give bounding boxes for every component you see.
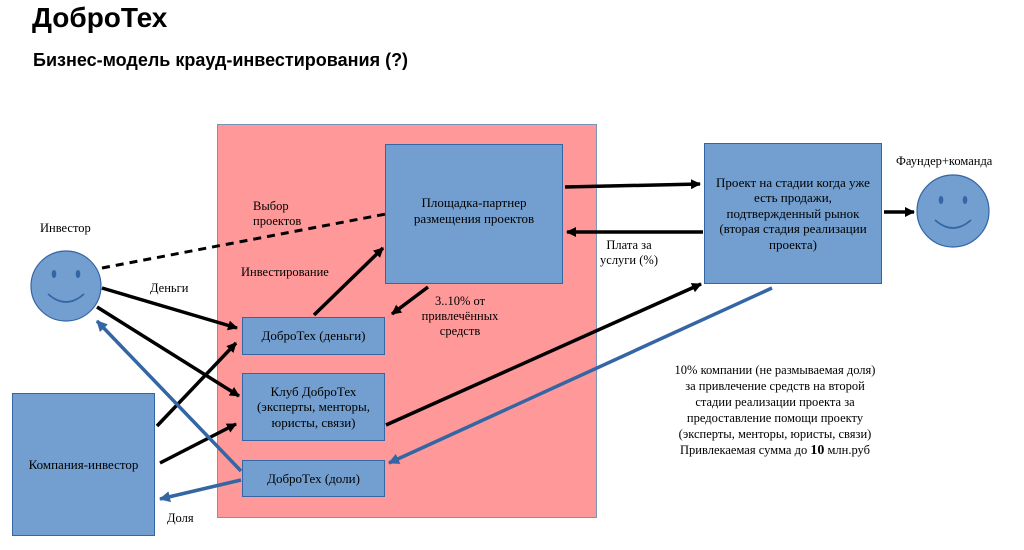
project-box[interactable]: Проект на стадии когда уже есть продажи,…: [704, 143, 882, 284]
arrow-money-to-platform: [312, 246, 385, 317]
investor-face-icon: [30, 250, 102, 322]
arrow-shares-to-company: [159, 478, 242, 503]
platform-label: Площадка-партнер размещения проектов: [413, 195, 535, 226]
share-note-line: стадии реализации проекта за: [695, 395, 855, 409]
investing-label: Инвестирование: [241, 265, 329, 279]
dobrotech-shares-box[interactable]: ДоброТех (доли): [242, 460, 385, 497]
money-label: Деньги: [150, 281, 189, 295]
club-box[interactable]: Клуб ДоброТех (эксперты, менторы, юристы…: [242, 373, 385, 441]
arrow-platform-to-money: [390, 285, 430, 316]
arrow-project-to-shares: [388, 286, 773, 465]
select-projects-dashed-line: [101, 212, 387, 270]
company-investor-label: Компания-инвестор: [28, 456, 139, 472]
note-amount-value: 10: [810, 443, 825, 458]
percent-label: 3..10% от привлечённых средств: [421, 294, 499, 338]
founder-face-icon: [916, 174, 990, 248]
dobrotech-money-box[interactable]: ДоброТех (деньги): [242, 317, 385, 355]
company-investor-box[interactable]: Компания-инвестор: [12, 393, 155, 536]
dobrotech-money-label: ДоброТех (деньги): [261, 328, 366, 344]
founder-label: Фаундер+команда: [896, 154, 993, 168]
share-note-amount: Привлекаемая сумма до 10 млн.руб: [640, 442, 910, 459]
arrow-investor-to-club: [96, 305, 240, 398]
club-label: Клуб ДоброТех (эксперты, менторы, юристы…: [256, 383, 371, 430]
arrow-company-to-club: [159, 422, 237, 465]
share-note: 10% компании (не размываемая доля) за пр…: [640, 362, 910, 459]
share-note-line: 10% компании (не размываемая доля): [674, 363, 876, 377]
project-label: Проект на стадии когда уже есть продажи,…: [716, 174, 870, 252]
share-note-line: за привлечение средств на второй: [685, 379, 865, 393]
select-projects-label: Выбор проектов: [253, 199, 302, 228]
arrow-platform-to-project: [564, 179, 701, 190]
share-note-line: (эксперты, менторы, юристы, связи): [678, 427, 872, 441]
fee-label: Плата за услуги (%): [600, 238, 658, 267]
arrow-shares-to-investor: [95, 319, 243, 473]
note-amount-suffix: млн.руб: [824, 443, 870, 457]
investor-label: Инвестор: [40, 221, 91, 235]
arrow-club-to-project: [385, 282, 702, 427]
page-title: ДоброТех: [32, 2, 168, 33]
dobrotech-shares-label: ДоброТех (доли): [267, 470, 360, 486]
share-label: Доля: [167, 511, 194, 525]
arrow-investor-to-money: [101, 286, 238, 331]
platform-box[interactable]: Площадка-партнер размещения проектов: [385, 144, 563, 284]
share-note-line: предоставление помощи проекту: [686, 411, 864, 425]
note-amount-prefix: Привлекаемая сумма до: [680, 443, 811, 457]
page-subtitle: Бизнес-модель крауд-инвестирования (?): [33, 50, 409, 70]
arrow-company-to-money: [155, 341, 238, 428]
